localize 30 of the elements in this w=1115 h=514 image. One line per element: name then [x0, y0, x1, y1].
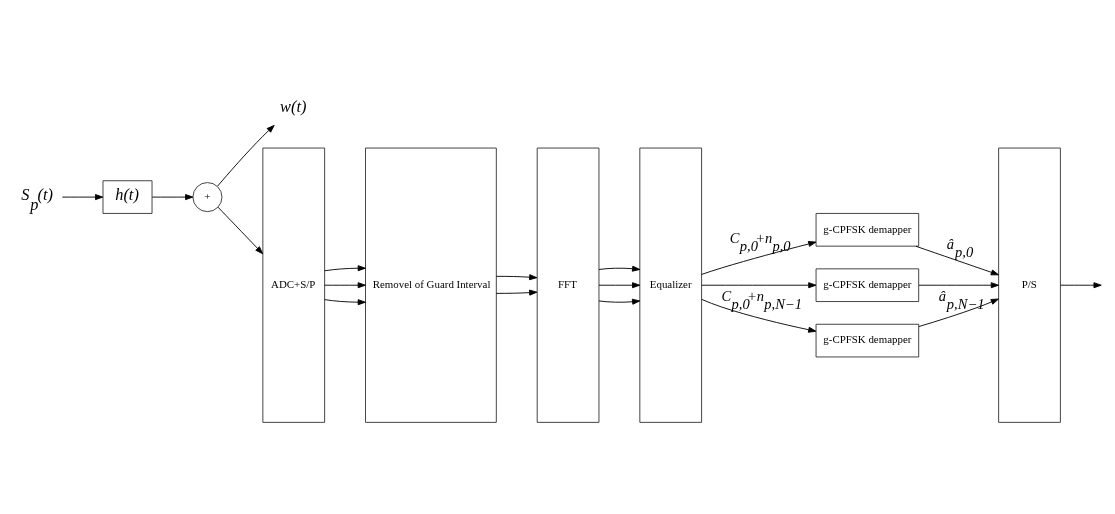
node-box: h(t): [102, 179, 153, 214]
node-circle: +: [192, 181, 223, 212]
arrow: [918, 298, 999, 327]
arrow: [324, 298, 366, 305]
node-box: P/S: [998, 147, 1061, 423]
arrow: [915, 245, 999, 275]
arrow: [61, 193, 104, 200]
arrow: [324, 281, 366, 288]
arrow: [217, 206, 264, 254]
arrow: [598, 298, 641, 305]
node-box: Removel of Guard Interval: [365, 147, 497, 423]
node-box: FFT: [536, 147, 600, 423]
arrow: [151, 193, 194, 200]
node-box: g-CPFSK demapper: [815, 267, 920, 302]
arrow: [217, 124, 275, 186]
node-box: ADC+S/P: [262, 147, 326, 423]
node-box: Equalizer: [639, 147, 703, 423]
arrow: [598, 281, 641, 288]
arrow: [598, 265, 641, 272]
arrow: [701, 240, 817, 275]
arrow: [495, 273, 538, 280]
arrow: [1060, 281, 1102, 288]
arrow: [918, 281, 999, 288]
arrow: [701, 281, 817, 288]
arrow: [495, 289, 538, 296]
node-box: g-CPFSK demapper: [815, 323, 920, 357]
arrow: [701, 298, 817, 333]
arrow: [324, 264, 366, 271]
node-text: w(t): [280, 96, 307, 116]
node-box: g-CPFSK demapper: [815, 212, 920, 247]
